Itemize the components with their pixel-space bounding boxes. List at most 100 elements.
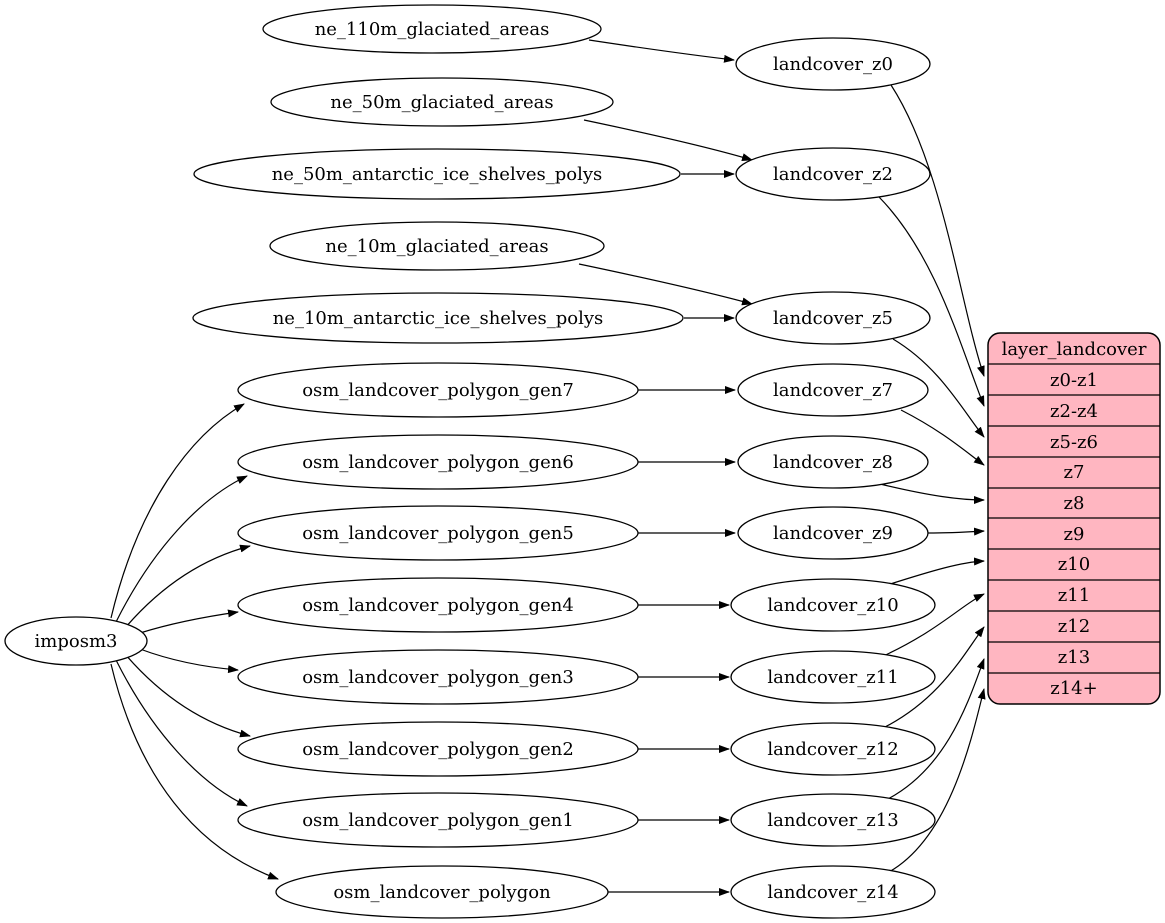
node-landcover_z14-label: landcover_z14	[767, 882, 898, 903]
node-landcover_z0: landcover_z0	[735, 37, 931, 91]
node-osm_landcover_polygon_gen4: osm_landcover_polygon_gen4	[237, 577, 639, 633]
node-landcover_z5-label: landcover_z5	[773, 308, 893, 329]
edge-imposm3-to-gen2	[124, 653, 251, 738]
node-osm_landcover_polygon_gen3-shape	[237, 649, 639, 705]
edge-imposm3-to-gen6	[115, 475, 248, 623]
node-ne_50m_antarctic_ice_shelves_polys: ne_50m_antarctic_ice_shelves_polys	[193, 148, 681, 200]
node-landcover_z11: landcover_z11	[730, 650, 936, 704]
node-layer_landcover: layer_landcover z0-z1 z2-z4 z5-z6 z7 z8 …	[987, 332, 1161, 705]
edge-ne110m-to-z0	[588, 39, 735, 63]
node-ne_50m_glaciated_areas: ne_50m_glaciated_areas	[270, 77, 614, 127]
node-osm_landcover_polygon-shape	[275, 865, 609, 919]
node-landcover_z11-label: landcover_z11	[767, 667, 898, 688]
node-landcover_z5-shape	[735, 291, 931, 345]
node-osm_landcover_polygon_gen5-label: osm_landcover_polygon_gen5	[302, 523, 574, 544]
node-landcover_z7-label: landcover_z7	[773, 380, 893, 401]
edge-ne10m-glaciated-to-z5	[578, 263, 753, 306]
node-landcover_z14: landcover_z14	[730, 865, 936, 919]
node-osm_landcover_polygon_gen3: osm_landcover_polygon_gen3	[237, 649, 639, 705]
node-landcover_z5: landcover_z5	[735, 291, 931, 345]
node-landcover_z14-shape	[730, 865, 936, 919]
node-osm_landcover_polygon_gen5-shape	[237, 505, 639, 561]
node-landcover_z0-shape	[735, 37, 931, 91]
node-landcover_z10: landcover_z10	[730, 578, 936, 632]
edge-imposm3-to-gen7	[110, 403, 245, 619]
node-osm_landcover_polygon_gen2-shape	[237, 721, 639, 777]
node-landcover_z11-shape	[730, 650, 936, 704]
node-landcover_z2-shape	[735, 147, 931, 201]
edge-imposm3-to-polygon	[110, 663, 279, 880]
edge-group	[110, 39, 986, 896]
node-osm_landcover_polygon_gen1-shape	[237, 792, 639, 848]
node-landcover_z7: landcover_z7	[737, 363, 929, 417]
node-imposm3-label: imposm3	[35, 631, 118, 652]
node-landcover_z13-label: landcover_z13	[767, 810, 898, 831]
node-landcover_z13: landcover_z13	[730, 793, 936, 847]
node-osm_landcover_polygon_gen6-shape	[237, 434, 639, 490]
node-landcover_z8-shape	[737, 435, 929, 489]
node-osm_landcover_polygon_gen2: osm_landcover_polygon_gen2	[237, 721, 639, 777]
node-landcover_z9-shape	[737, 506, 929, 560]
node-ne_110m_glaciated_areas: ne_110m_glaciated_areas	[262, 4, 602, 54]
node-ne_10m_glaciated_areas-label: ne_10m_glaciated_areas	[325, 236, 548, 257]
edge-z8-to-row-z8	[879, 483, 985, 504]
edge-z13-to-row-z13	[883, 658, 985, 802]
record-row-z7: z7	[1064, 462, 1085, 483]
node-landcover_z12-shape	[730, 722, 936, 776]
node-landcover_z10-shape	[730, 578, 936, 632]
node-ne_10m_antarctic_ice_shelves_polys-shape	[192, 292, 684, 344]
record-row-z9: z9	[1064, 524, 1085, 545]
node-landcover_z12: landcover_z12	[730, 722, 936, 776]
edge-z9-to-row-z9	[927, 527, 985, 536]
node-landcover_z12-label: landcover_z12	[767, 739, 898, 760]
edge-z5-to-row-z5-z6	[892, 338, 985, 438]
node-ne_50m_antarctic_ice_shelves_polys-shape	[193, 148, 681, 200]
record-row-z12: z12	[1058, 616, 1090, 637]
node-osm_landcover_polygon_gen7: osm_landcover_polygon_gen7	[237, 362, 639, 418]
edge-z11-to-row-z11	[878, 593, 985, 659]
edge-z7-to-row-z7	[900, 409, 985, 466]
node-imposm3-shape	[4, 616, 148, 666]
node-landcover_z7-shape	[737, 363, 929, 417]
node-ne_50m_antarctic_ice_shelves_polys-label: ne_50m_antarctic_ice_shelves_polys	[272, 164, 603, 185]
node-landcover_z13-shape	[730, 793, 936, 847]
node-ne_10m_glaciated_areas-shape	[269, 221, 605, 271]
node-ne_50m_glaciated_areas-label: ne_50m_glaciated_areas	[330, 92, 553, 113]
record-row-z5-z6: z5-z6	[1050, 432, 1098, 453]
node-osm_landcover_polygon_gen7-shape	[237, 362, 639, 418]
node-ne_10m_antarctic_ice_shelves_polys-label: ne_10m_antarctic_ice_shelves_polys	[273, 308, 604, 329]
edge-z0-to-row-z0-z1	[890, 84, 985, 377]
node-osm_landcover_polygon_gen7-label: osm_landcover_polygon_gen7	[302, 380, 574, 401]
edge-imposm3-to-gen1	[115, 659, 248, 807]
node-osm_landcover_polygon_gen6: osm_landcover_polygon_gen6	[237, 434, 639, 490]
node-imposm3: imposm3	[4, 616, 148, 666]
node-ne_10m_glaciated_areas: ne_10m_glaciated_areas	[269, 221, 605, 271]
node-landcover_z10-label: landcover_z10	[767, 595, 898, 616]
record-row-z2-z4: z2-z4	[1050, 401, 1098, 422]
record-row-z8: z8	[1064, 493, 1085, 514]
record-row-z14plus: z14+	[1050, 678, 1097, 699]
edge-imposm3-to-gen5	[124, 544, 251, 629]
node-landcover_z8-label: landcover_z8	[773, 452, 893, 473]
record-row-z13: z13	[1058, 647, 1090, 668]
record-row-z11: z11	[1058, 585, 1090, 606]
node-landcover_z2: landcover_z2	[735, 147, 931, 201]
node-osm_landcover_polygon: osm_landcover_polygon	[275, 865, 609, 919]
record-row-z10: z10	[1058, 554, 1090, 575]
node-landcover_z0-label: landcover_z0	[773, 54, 893, 75]
edge-z14-to-row-z14plus	[888, 688, 986, 873]
edge-imposm3-to-gen4	[139, 609, 239, 634]
node-ne_110m_glaciated_areas-label: ne_110m_glaciated_areas	[315, 19, 550, 40]
record-row-z0-z1: z0-z1	[1050, 370, 1098, 391]
node-osm_landcover_polygon-label: osm_landcover_polygon	[333, 882, 551, 903]
node-landcover_z8: landcover_z8	[737, 435, 929, 489]
edge-ne50m-glaciated-to-z2	[583, 119, 753, 161]
node-ne_50m_glaciated_areas-shape	[270, 77, 614, 127]
node-osm_landcover_polygon_gen6-label: osm_landcover_polygon_gen6	[302, 452, 574, 473]
node-osm_landcover_polygon_gen4-label: osm_landcover_polygon_gen4	[302, 595, 574, 616]
edge-z10-to-row-z10	[883, 557, 985, 587]
node-osm_landcover_polygon_gen2-label: osm_landcover_polygon_gen2	[302, 739, 574, 760]
node-osm_landcover_polygon_gen4-shape	[237, 577, 639, 633]
